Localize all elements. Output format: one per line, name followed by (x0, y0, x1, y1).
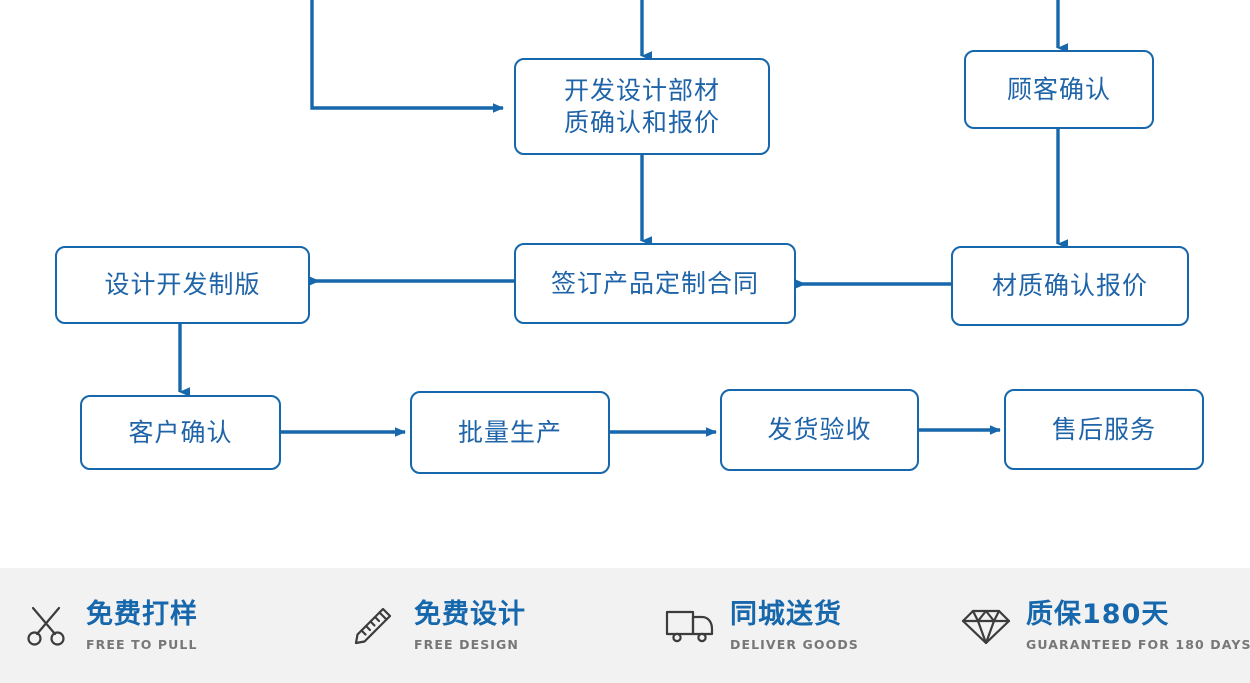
scissors-icon (20, 599, 72, 651)
feature-subtitle: FREE DESIGN (414, 637, 519, 653)
node-sign-contract[interactable]: 签订产品定制合同 (514, 243, 796, 324)
node-dev-design-material[interactable]: 开发设计部材 质确认和报价 (514, 58, 770, 155)
node-client-confirm[interactable]: 客户确认 (80, 395, 281, 470)
feature-title: 质保180天 (1026, 598, 1170, 630)
diamond-icon (960, 599, 1012, 651)
feature-title: 同城送货 (730, 598, 842, 630)
node-mass-production[interactable]: 批量生产 (410, 391, 610, 474)
node-ship-inspect[interactable]: 发货验收 (720, 389, 919, 471)
node-material-quote[interactable]: 材质确认报价 (951, 246, 1189, 326)
node-customer-confirm-top[interactable]: 顾客确认 (964, 50, 1154, 129)
pencil-ruler-icon (348, 599, 400, 651)
feature-title: 免费设计 (414, 598, 526, 630)
feature-city-delivery[interactable]: 同城送货 DELIVER GOODS (640, 599, 940, 652)
feature-subtitle: GUARANTEED FOR 180 DAYS (1026, 637, 1250, 653)
feature-bar: 免费打样 FREE TO PULL 免费设计 FREE DESIGN (0, 568, 1250, 683)
feature-text: 免费设计 FREE DESIGN (414, 599, 526, 652)
feature-warranty[interactable]: 质保180天 GUARANTEED FOR 180 DAYS (940, 599, 1250, 652)
feature-text: 免费打样 FREE TO PULL (86, 599, 198, 652)
feature-title: 免费打样 (86, 598, 198, 630)
node-design-develop-plate[interactable]: 设计开发制版 (55, 246, 310, 324)
feature-text: 同城送货 DELIVER GOODS (730, 599, 859, 652)
flowchart: 开发设计部材 质确认和报价 顾客确认 设计开发制版 签订产品定制合同 材质确认报… (55, 0, 1204, 474)
flowchart-connectors (178, 0, 1068, 437)
node-after-sales[interactable]: 售后服务 (1004, 389, 1204, 470)
feature-text: 质保180天 GUARANTEED FOR 180 DAYS (1026, 599, 1250, 652)
feature-subtitle: FREE TO PULL (86, 637, 198, 653)
truck-icon (664, 599, 716, 651)
feature-subtitle: DELIVER GOODS (730, 637, 859, 653)
feature-free-design[interactable]: 免费设计 FREE DESIGN (320, 599, 640, 652)
edge-offtopleft-to-devdesign (310, 0, 504, 113)
feature-free-sample[interactable]: 免费打样 FREE TO PULL (0, 599, 320, 652)
